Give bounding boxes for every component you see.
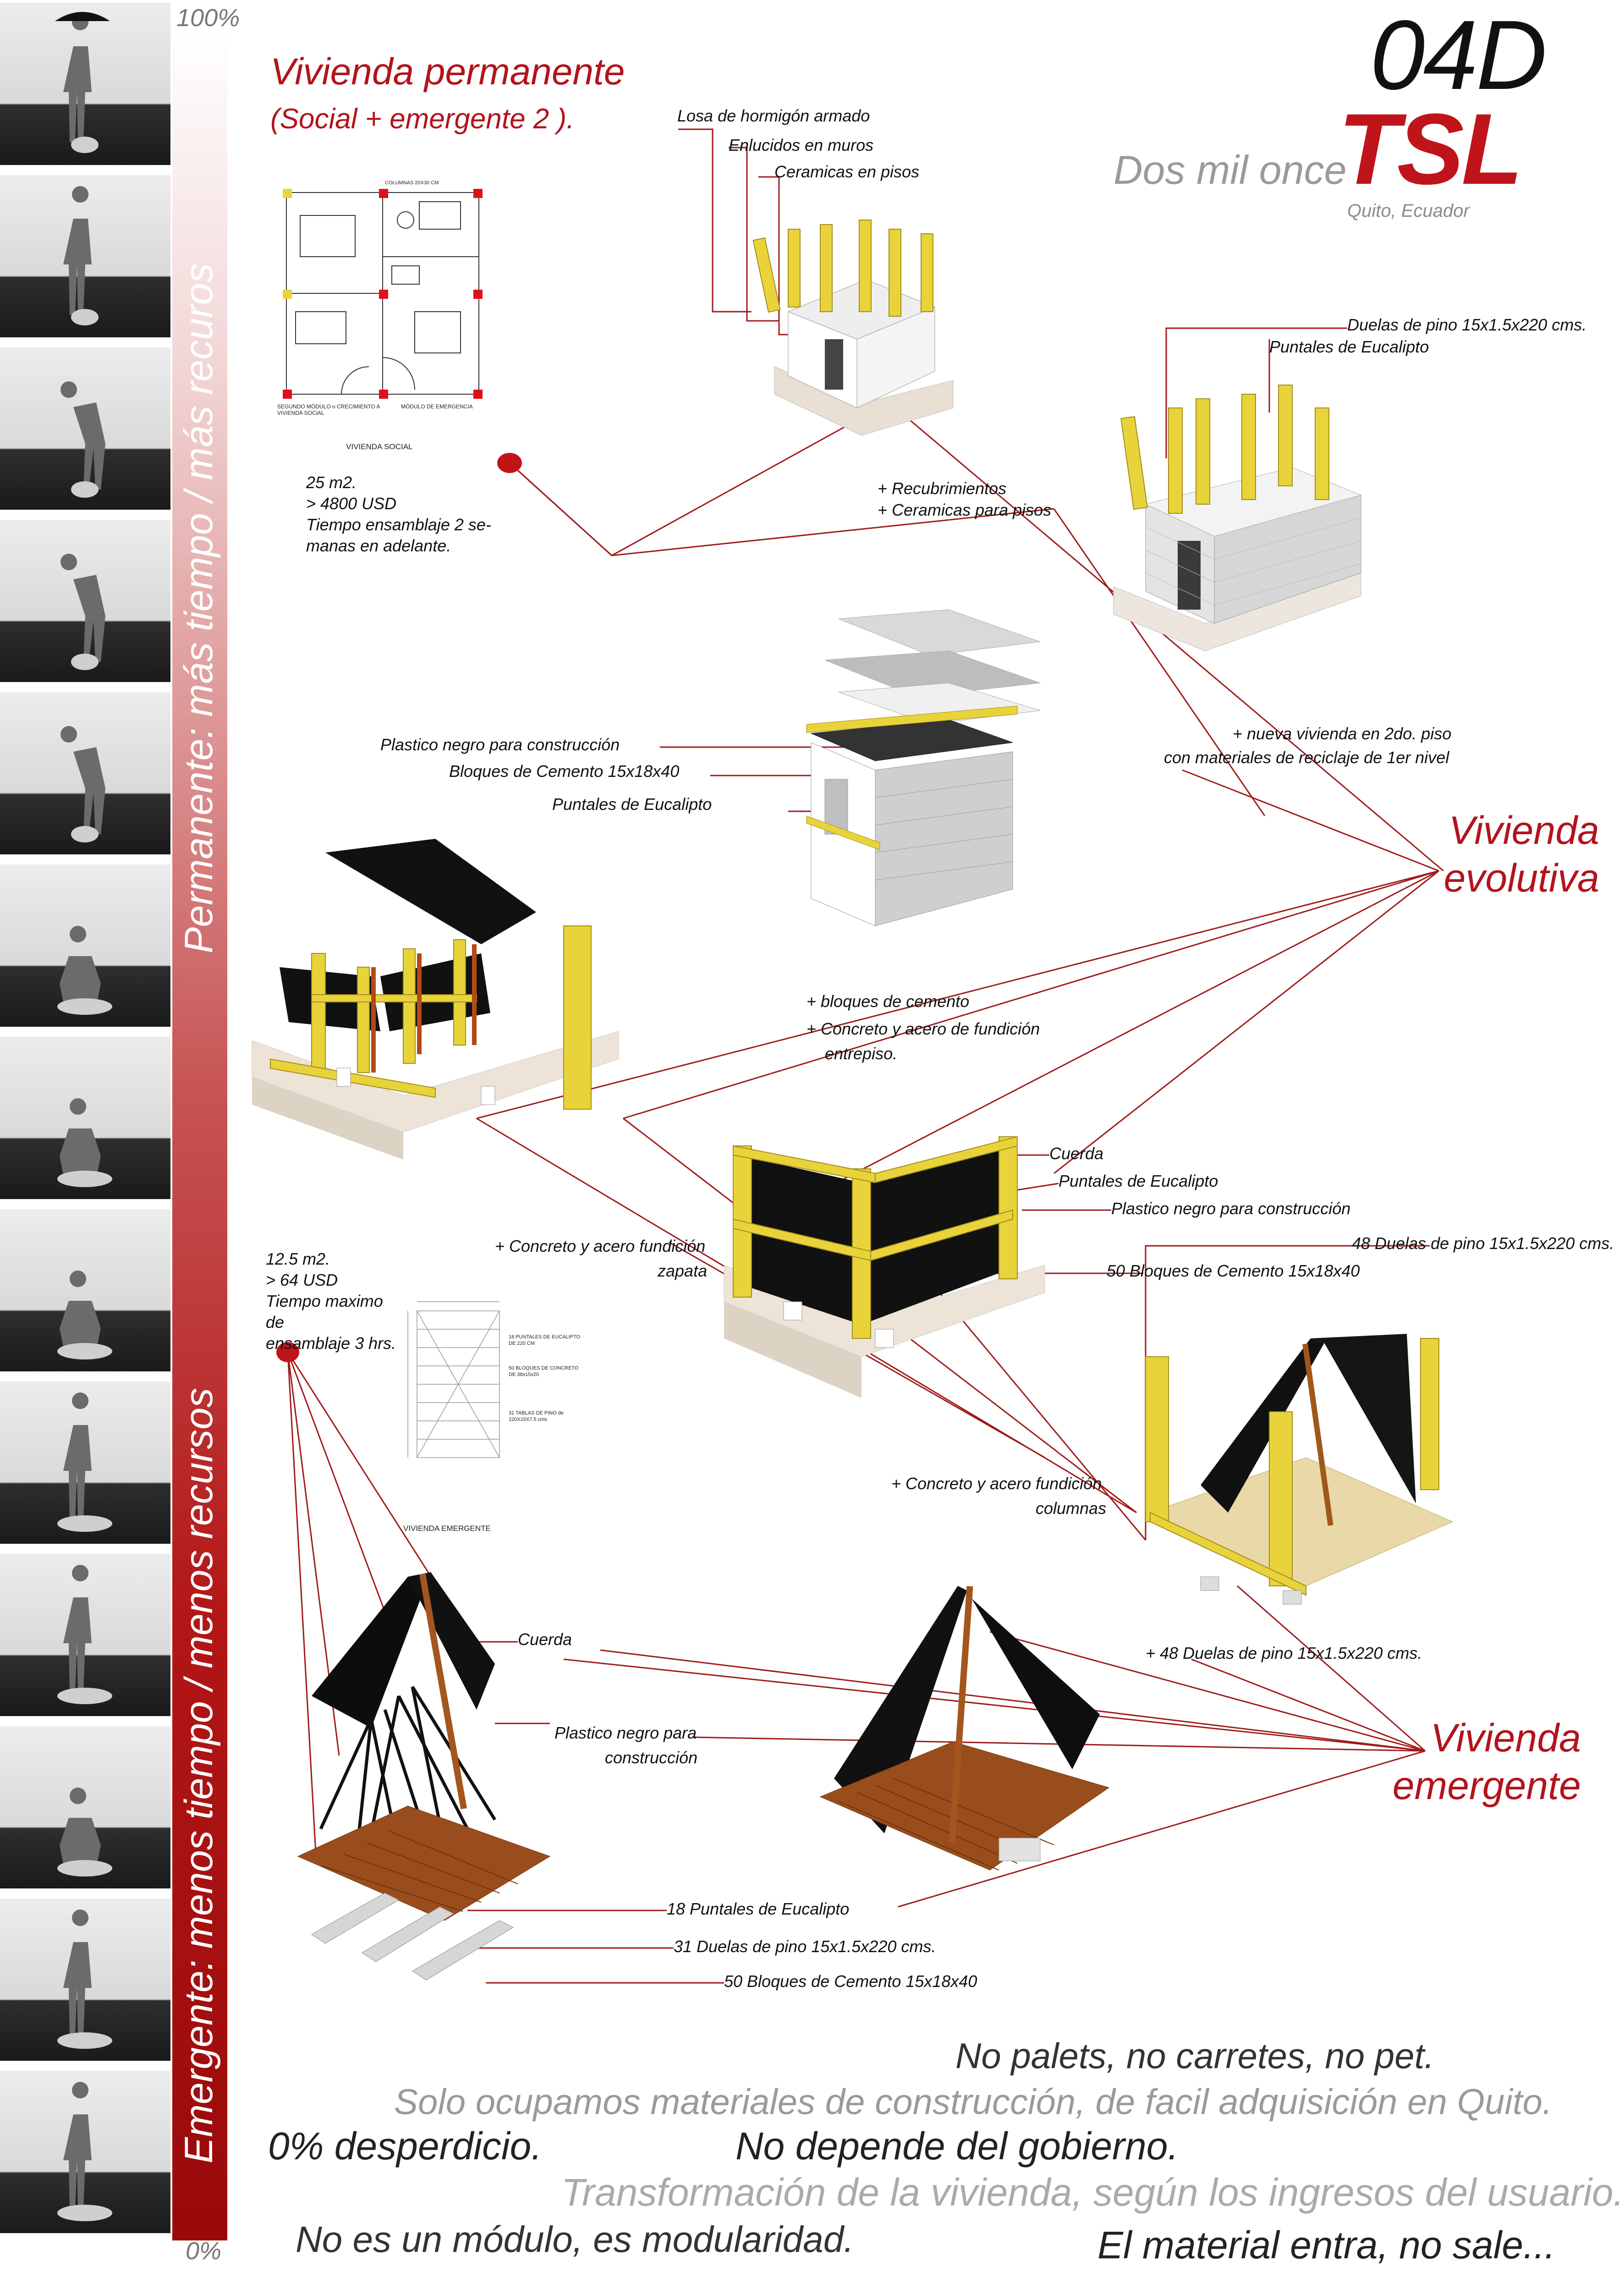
- permanent-stats: 25 m2. > 4800 USD Tiempo ensamblaje 2 se…: [306, 472, 499, 556]
- brand-logo: TSL: [1338, 93, 1523, 205]
- plan-columns-note: COLUMNAS 20X30 CM: [385, 180, 439, 186]
- label-duelas-top: Duelas de pino 15x1.5x220 cms.: [1347, 315, 1587, 334]
- emergent-plan-caption: VIVIENDA EMERGENTE: [403, 1524, 491, 1533]
- plastic-frame-house: [724, 1136, 1045, 1398]
- label-ceramicas-pisos: Ceramicas en pisos: [774, 162, 920, 181]
- emergent-plan-note-3: 31 TABLAS DE PINO de 220X15X7.5 cms: [509, 1410, 564, 1422]
- photo-frame: [0, 692, 170, 857]
- social-housing-floor-plan: COLUMNAS 20X30 CM SEGUNDO MÓDULO o CRECI…: [277, 180, 483, 451]
- category-evolutiva-line2: evolutiva: [1443, 856, 1599, 900]
- label-concreto-columnas-cont: columnas: [1036, 1499, 1107, 1518]
- label-concreto-zapata-cont: zapata: [658, 1261, 708, 1280]
- photo-frame: [0, 1209, 170, 1374]
- label-puntales-18: 18 Puntales de Eucalipto: [667, 1899, 850, 1918]
- emergent-stat-area: 12.5 m2.: [266, 1249, 330, 1268]
- slogan-materiales: Solo ocupamos materiales de construcción…: [394, 2081, 1553, 2122]
- slogan-transformacion: Transformación de la vivienda, según los…: [561, 2171, 1624, 2214]
- emergent-stats: 12.5 m2. > 64 USD Tiempo maximo de ensam…: [266, 1249, 403, 1354]
- label-duelas-48-plus: + 48 Duelas de pino 15x1.5x220 cms.: [1146, 1644, 1422, 1662]
- emergent-stat-time-cont: ensamblaje 3 hrs.: [266, 1334, 396, 1353]
- label-nueva-vivienda: + nueva vivienda en 2do. piso: [1233, 724, 1452, 743]
- photo-frame: [0, 347, 170, 512]
- photo-frame: [0, 1726, 170, 1891]
- slogan-gobierno: No depende del gobierno.: [735, 2124, 1179, 2168]
- label-ceramicas-para: + Ceramicas para pisos: [878, 501, 1052, 519]
- permanent-house-structure: [752, 220, 954, 436]
- category-evolutiva-line1: Vivienda: [1448, 809, 1599, 853]
- photo-frame: [0, 1037, 170, 1202]
- permanent-subtitle: (Social + emergente 2 ).: [270, 103, 575, 135]
- emergent-stat-time: Tiempo maximo de: [266, 1292, 383, 1332]
- plan-label-left: SEGUNDO MÓDULO o CRECIMIENTO A VIVIENDA …: [277, 403, 380, 416]
- photo-frame: [0, 1554, 170, 1719]
- permanent-stat-cost: > 4800 USD: [306, 494, 397, 513]
- block-house-structure: [1113, 385, 1362, 651]
- label-recubrimientos: + Recubrimientos: [878, 479, 1007, 498]
- emergent-stat-cost: > 64 USD: [266, 1271, 338, 1289]
- photo-sequence-strip: [0, 0, 172, 2273]
- exploded-emergent-tent: [297, 1572, 551, 1981]
- permanent-title: Vivienda permanente: [270, 51, 625, 93]
- resources-gradient-bar: [172, 31, 227, 2240]
- permanent-stat-time-cont: manas en adelante.: [306, 536, 451, 555]
- label-plastico-lower: Plastico negro para construcción: [1111, 1199, 1351, 1218]
- category-evolutiva: Vivienda evolutiva: [1388, 807, 1599, 902]
- category-emergente-line1: Vivienda: [1430, 1716, 1581, 1760]
- label-losa: Losa de hormigón armado: [677, 106, 870, 125]
- location-text: Quito, Ecuador: [1347, 201, 1470, 221]
- label-concreto-entrepiso: + Concreto y acero de fundición: [807, 1019, 1040, 1038]
- label-puntales-top: Puntales de Eucalipto: [1269, 337, 1429, 356]
- photo-frame: [0, 864, 170, 1029]
- emergent-plan-note-2: 50 BLOQUES DE CONCRETO DE 38x15x20: [509, 1365, 579, 1377]
- scale-bottom-label: 0%: [186, 2237, 222, 2265]
- red-marker-emergent: [276, 1342, 299, 1362]
- photo-frame: [0, 1381, 170, 1547]
- photo-frame: [0, 520, 170, 685]
- slogan-desperdicio: 0% desperdicio.: [268, 2124, 542, 2168]
- label-bloques-50-low: 50 Bloques de Cemento 15x18x40: [724, 1972, 977, 1991]
- tent-on-platform: [1145, 1334, 1454, 1605]
- label-plastico-low: Plastico negro para: [554, 1723, 697, 1742]
- label-duelas-31: 31 Duelas de pino 15x1.5x220 cms.: [674, 1937, 936, 1956]
- label-nueva-vivienda-cont: con materiales de reciclaje de 1er nivel: [1164, 748, 1449, 767]
- plan-caption: VIVIENDA SOCIAL: [346, 442, 413, 451]
- category-emergente-line2: emergente: [1392, 1764, 1581, 1808]
- label-concreto-columnas: + Concreto y acero fundición: [891, 1474, 1102, 1493]
- label-bloques-cemento: + bloques de cemento: [807, 992, 970, 1011]
- slogan-modularidad: No es un módulo, es modularidad.: [296, 2219, 854, 2260]
- slogan-material-entra: El material entra, no sale...: [1097, 2223, 1556, 2267]
- label-duelas-48: 48 Duelas de pino 15x1.5x220 cms.: [1352, 1234, 1614, 1253]
- emergent-plan-note-1: 18 PUNTALES DE EUCALIPTO DE 220 CM: [509, 1334, 581, 1346]
- label-enlucidos: Enlucidos en muros: [729, 136, 874, 154]
- photo-frame: [0, 175, 170, 340]
- plan-label-right: MÓDULO DE EMERGENCIA: [401, 403, 473, 410]
- slogan-no-palets: No palets, no carretes, no pet.: [955, 2036, 1434, 2076]
- evolutive-frame-structure: [252, 839, 619, 1160]
- permanent-stat-area: 25 m2.: [306, 473, 357, 492]
- label-bloques-mid: Bloques de Cemento 15x18x40: [449, 762, 680, 781]
- label-cuerda-low: Cuerda: [518, 1630, 572, 1649]
- scale-top-label: 100%: [176, 4, 240, 32]
- label-concreto-entrepiso-cont: entrepiso.: [825, 1044, 898, 1063]
- photo-frame: [0, 3, 170, 168]
- label-puntales-mid: Puntales de Eucalipto: [552, 795, 712, 814]
- label-plastico-mid: Plastico negro para construcción: [380, 735, 620, 754]
- photo-frame: [0, 2071, 170, 2236]
- emergent-floor-plan: 18 PUNTALES DE EUCALIPTO DE 220 CM 50 BL…: [403, 1301, 581, 1533]
- label-concreto-zapata: + Concreto y acero fundición: [495, 1237, 706, 1255]
- sheet-code: 04D: [1370, 0, 1547, 110]
- category-emergente: Vivienda emergente: [1370, 1714, 1581, 1810]
- label-cuerda-mid: Cuerda: [1049, 1144, 1104, 1163]
- permanent-stat-time: Tiempo ensamblaje 2 se-: [306, 515, 491, 534]
- exploded-block-house: [806, 609, 1041, 926]
- label-puntales-lower: Puntales de Eucalipto: [1059, 1172, 1218, 1190]
- a-frame-tent: [819, 1586, 1110, 1871]
- label-plastico-low-cont: construcción: [605, 1748, 698, 1767]
- red-marker-permanent: [497, 453, 522, 473]
- label-bloques-50-mid: 50 Bloques de Cemento 15x18x40: [1107, 1261, 1360, 1280]
- year-text: Dos mil once: [1114, 147, 1347, 193]
- photo-frame: [0, 1899, 170, 2064]
